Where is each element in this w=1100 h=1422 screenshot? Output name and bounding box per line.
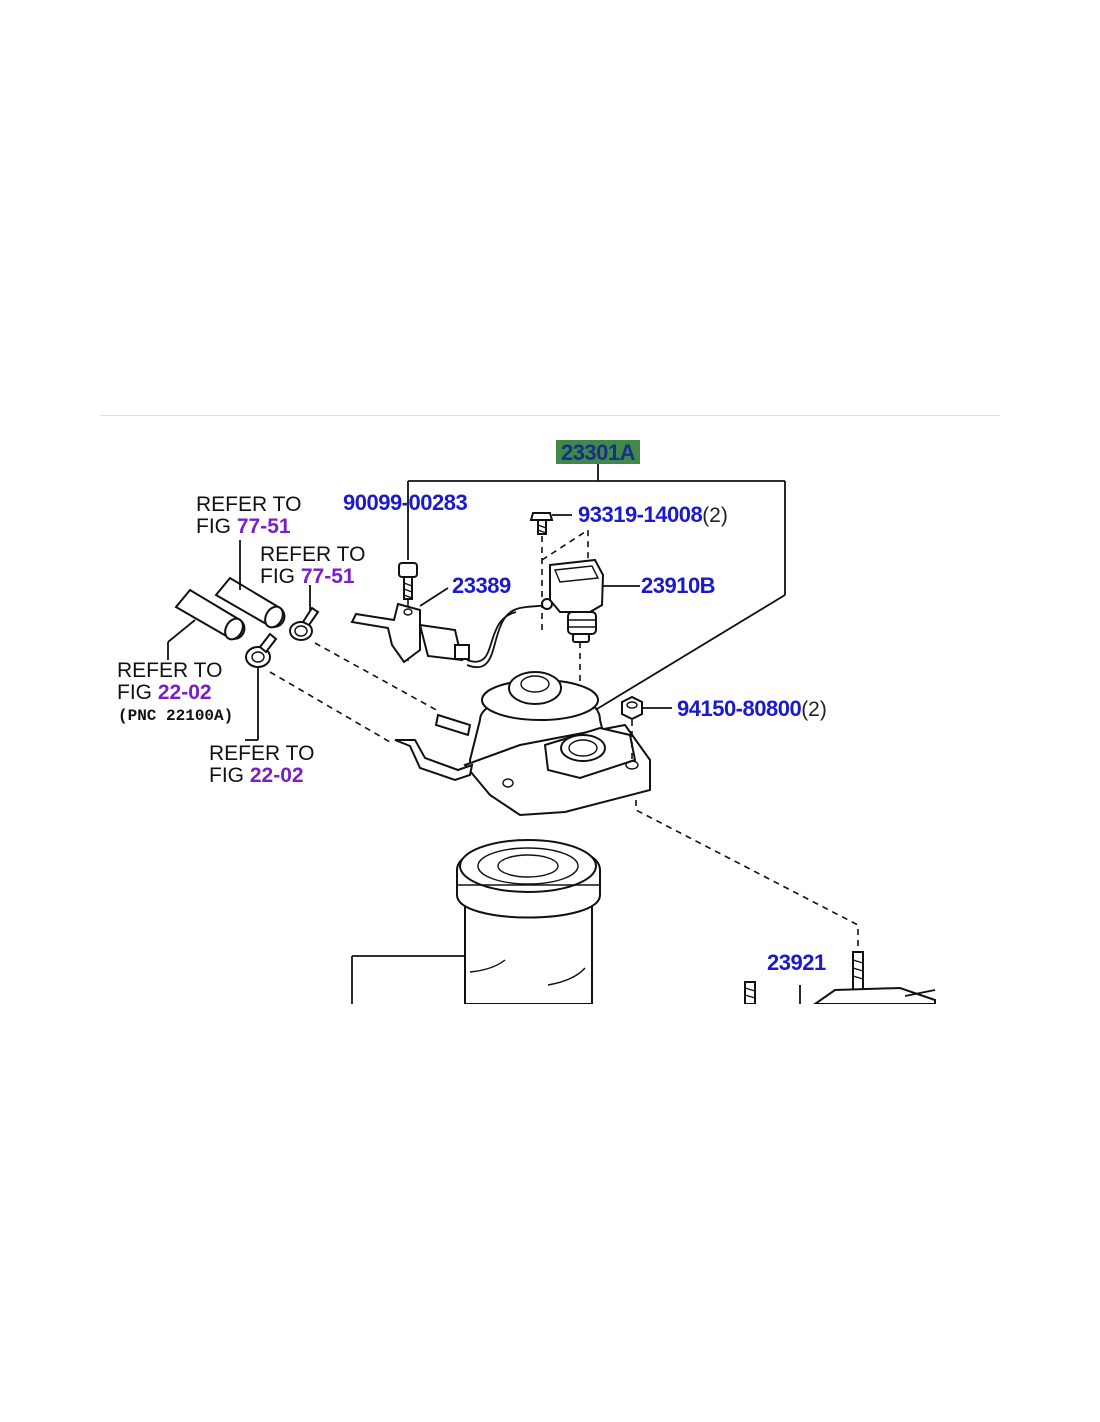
part-label-bracket[interactable]: 23389 [452,573,511,598]
section-divider [100,415,1000,416]
ref-label-3: REFER TO FIG 22-02 (PNC 22100A) [117,659,233,725]
fig-link-22-02-a[interactable]: 22-02 [158,681,212,704]
bolt-part [398,562,418,600]
hose-dash-1 [314,642,441,713]
ref-label-1: REFER TO FIG 77-51 [196,493,301,538]
ref-label-4: REFER TO FIG 22-02 [209,742,314,787]
stud-dash [635,800,859,950]
screw-dash-2 [541,528,589,561]
bracket-part [350,587,449,664]
part-label-screw[interactable]: 93319-14008(2) [578,502,728,527]
pnc-note: (PNC 22100A) [118,707,233,725]
screw-part [529,512,572,535]
filter-head [394,671,651,817]
fig-link-77-51-b[interactable]: 77-51 [301,565,355,588]
svg-text:FIG 22-02: FIG 22-02 [209,764,304,787]
assembly-label[interactable]: 23301A [561,440,636,465]
stud-part [744,951,936,1004]
part-label-nut[interactable]: 94150-80800(2) [677,696,827,721]
svg-text:REFER TO: REFER TO [117,659,222,682]
wire-connector [418,598,553,669]
filter-element [351,839,601,1004]
svg-text:REFER TO: REFER TO [196,493,301,516]
ref-leader-3 [167,619,196,643]
assembly-highlight [556,440,640,464]
part-label-bolt[interactable]: 90099-00283 [343,490,468,515]
part-label-sensor[interactable]: 23910B [641,573,716,598]
svg-text:REFER TO: REFER TO [260,543,365,566]
assembly-housing-leader [591,594,786,713]
part-label-stud[interactable]: 23921 [767,950,826,975]
sensor-part [549,558,640,643]
fuel-hoses [167,540,286,660]
svg-text:FIG 22-02: FIG 22-02 [117,681,212,704]
hose-clamps [245,585,320,741]
nut-part [621,695,672,721]
svg-text:REFER TO: REFER TO [209,742,314,765]
svg-text:FIG 77-51: FIG 77-51 [260,565,355,588]
svg-text:FIG 77-51: FIG 77-51 [196,515,291,538]
ref-label-2: REFER TO FIG 77-51 [260,543,365,588]
fig-link-22-02-b[interactable]: 22-02 [250,764,304,787]
fig-link-77-51-a[interactable]: 77-51 [237,515,291,538]
hose-dash-2 [269,671,391,743]
